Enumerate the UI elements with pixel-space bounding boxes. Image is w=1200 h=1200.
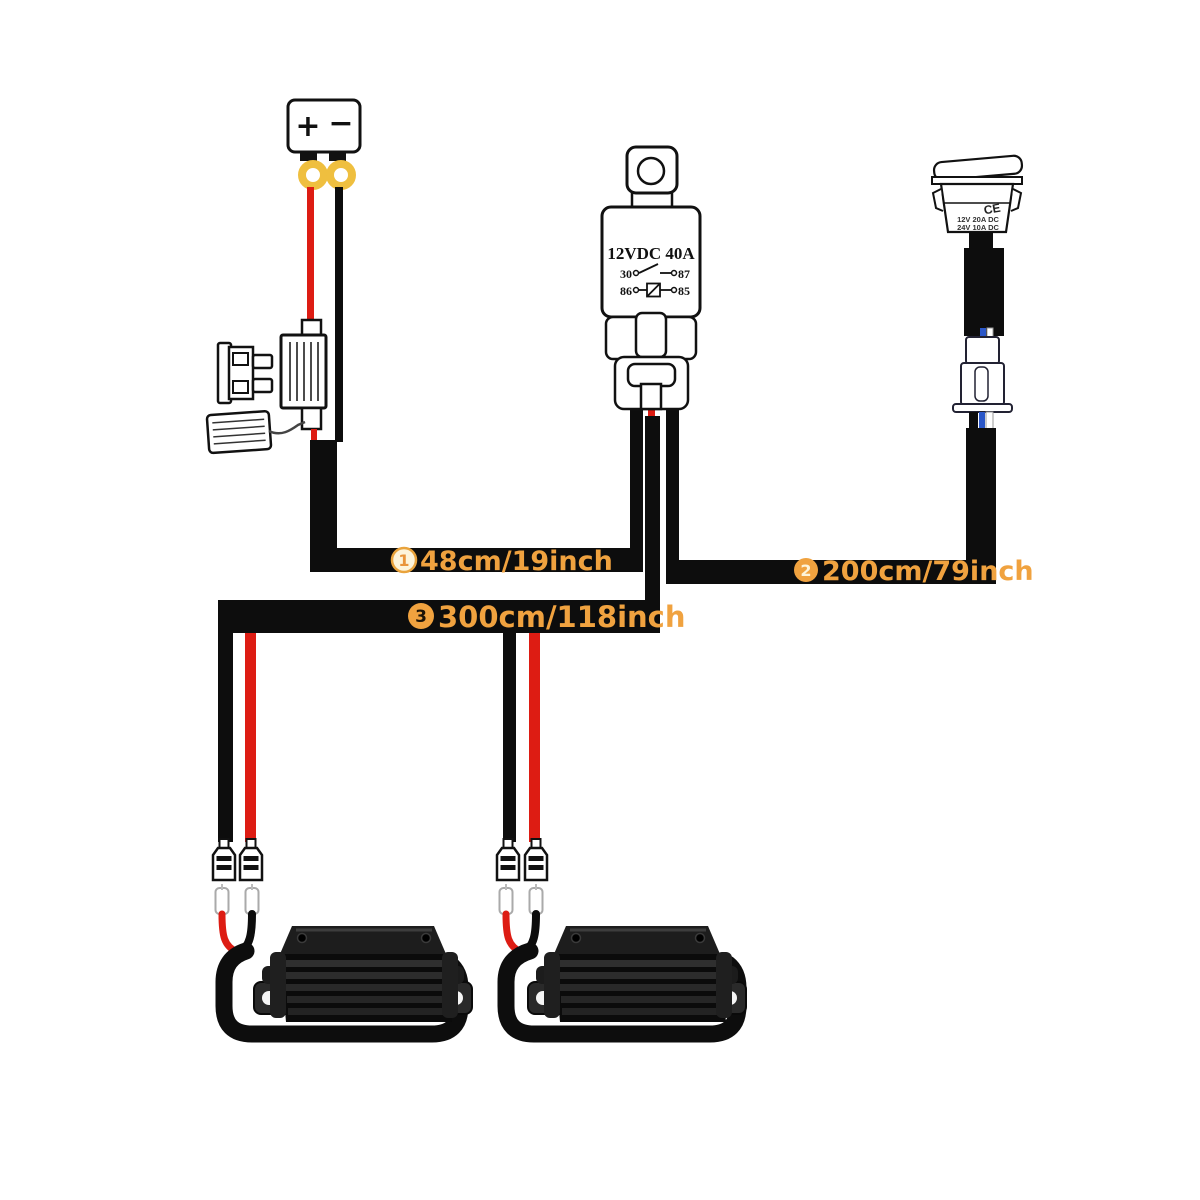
black-ground-wire bbox=[335, 187, 343, 442]
label-2-badge bbox=[794, 558, 818, 582]
fuse-blade-top bbox=[251, 353, 274, 370]
relay-wire-left bbox=[630, 406, 643, 572]
relay-rating-text: 12VDC 40A bbox=[607, 244, 695, 263]
battery-minus-symbol: − bbox=[328, 106, 353, 141]
light-drop-wires bbox=[218, 630, 540, 842]
relay-wires bbox=[630, 402, 679, 610]
rocker-switch: CE 12V 20A DC 24V 10A DC bbox=[931, 154, 1024, 584]
connector-sleeve bbox=[244, 883, 260, 915]
relay-pin-86: 86 bbox=[620, 284, 632, 298]
fuse-blade-bottom bbox=[251, 377, 274, 394]
fuse-holder-ribs bbox=[289, 342, 319, 401]
spare-fuse bbox=[216, 341, 274, 405]
battery-tab-positive bbox=[300, 151, 317, 161]
led-light-pod-right bbox=[526, 924, 748, 1024]
connector-sleeve bbox=[498, 883, 514, 915]
relay-socket bbox=[604, 311, 698, 411]
battery-block: + − bbox=[286, 98, 362, 190]
ring-terminal-positive bbox=[298, 160, 328, 190]
fuse-holder bbox=[279, 318, 328, 443]
label-1-text: 48cm/19inch bbox=[420, 546, 613, 577]
spade-terminal bbox=[238, 837, 264, 882]
label-1-number: 1 bbox=[398, 551, 409, 570]
label-3-badge bbox=[408, 603, 434, 629]
left-light-black-wire bbox=[218, 630, 233, 842]
battery-tab-negative bbox=[329, 151, 346, 161]
relay-wire-middle bbox=[645, 416, 660, 610]
label-3-text: 300cm/118inch bbox=[438, 600, 686, 634]
battery-body bbox=[286, 98, 362, 154]
label-3-number: 3 bbox=[415, 607, 427, 627]
connector-sleeve bbox=[528, 883, 544, 915]
switch-spec-line1: 12V 20A DC bbox=[957, 215, 999, 224]
fuse-holder-bottom-cap bbox=[300, 406, 323, 431]
harness-bar-1 bbox=[310, 548, 643, 572]
left-light-red-wire bbox=[245, 633, 256, 842]
length-label-3: 3 300cm/118inch bbox=[408, 600, 686, 634]
relay: 12VDC 40A 30 87 86 85 bbox=[600, 145, 702, 411]
switch-body bbox=[939, 182, 1015, 234]
fuse-cover-leash bbox=[268, 420, 306, 435]
switch-stem bbox=[969, 232, 993, 250]
harness-bar-2 bbox=[666, 560, 996, 584]
relay-wire-right bbox=[666, 406, 679, 584]
switch-clip-left bbox=[931, 188, 944, 212]
harness-bar-3 bbox=[218, 600, 660, 633]
label-2-number: 2 bbox=[800, 561, 811, 580]
switch-cable-upper bbox=[964, 248, 1004, 336]
spade-terminal bbox=[523, 837, 549, 882]
switch-spec-line2: 24V 10A DC bbox=[957, 223, 999, 232]
relay-mount-hole bbox=[636, 156, 666, 186]
fuse-cover bbox=[205, 409, 273, 455]
connector-sleeve bbox=[214, 883, 230, 915]
relay-schematic: 30 87 86 85 bbox=[620, 263, 690, 298]
left-light-connectors bbox=[211, 837, 264, 915]
led-light-pod-left bbox=[252, 924, 474, 1024]
right-light-connectors bbox=[495, 837, 549, 915]
fuse-holder-red-lead bbox=[311, 429, 317, 443]
relay-pin-85: 85 bbox=[678, 284, 690, 298]
right-light-red-wire bbox=[529, 633, 540, 842]
switch-ce-mark: CE bbox=[983, 201, 1002, 218]
label-2-text: 200cm/79inch bbox=[822, 556, 1034, 587]
relay-pin-87: 87 bbox=[678, 267, 690, 281]
red-power-wire bbox=[307, 187, 314, 322]
length-label-2: 2 200cm/79inch bbox=[794, 556, 1034, 587]
spade-terminal bbox=[211, 837, 237, 882]
right-light-black-wire bbox=[503, 633, 516, 842]
length-label-1: 1 48cm/19inch bbox=[390, 546, 613, 577]
ring-terminal-negative bbox=[326, 160, 356, 190]
switch-inline-connector bbox=[952, 327, 1013, 430]
spade-terminal bbox=[495, 837, 521, 882]
relay-pin-30: 30 bbox=[620, 267, 632, 281]
battery-plus-symbol: + bbox=[295, 109, 320, 144]
label-1-badge bbox=[390, 546, 418, 574]
switch-cable-lower bbox=[966, 428, 996, 584]
switch-clip-right bbox=[1010, 188, 1023, 212]
